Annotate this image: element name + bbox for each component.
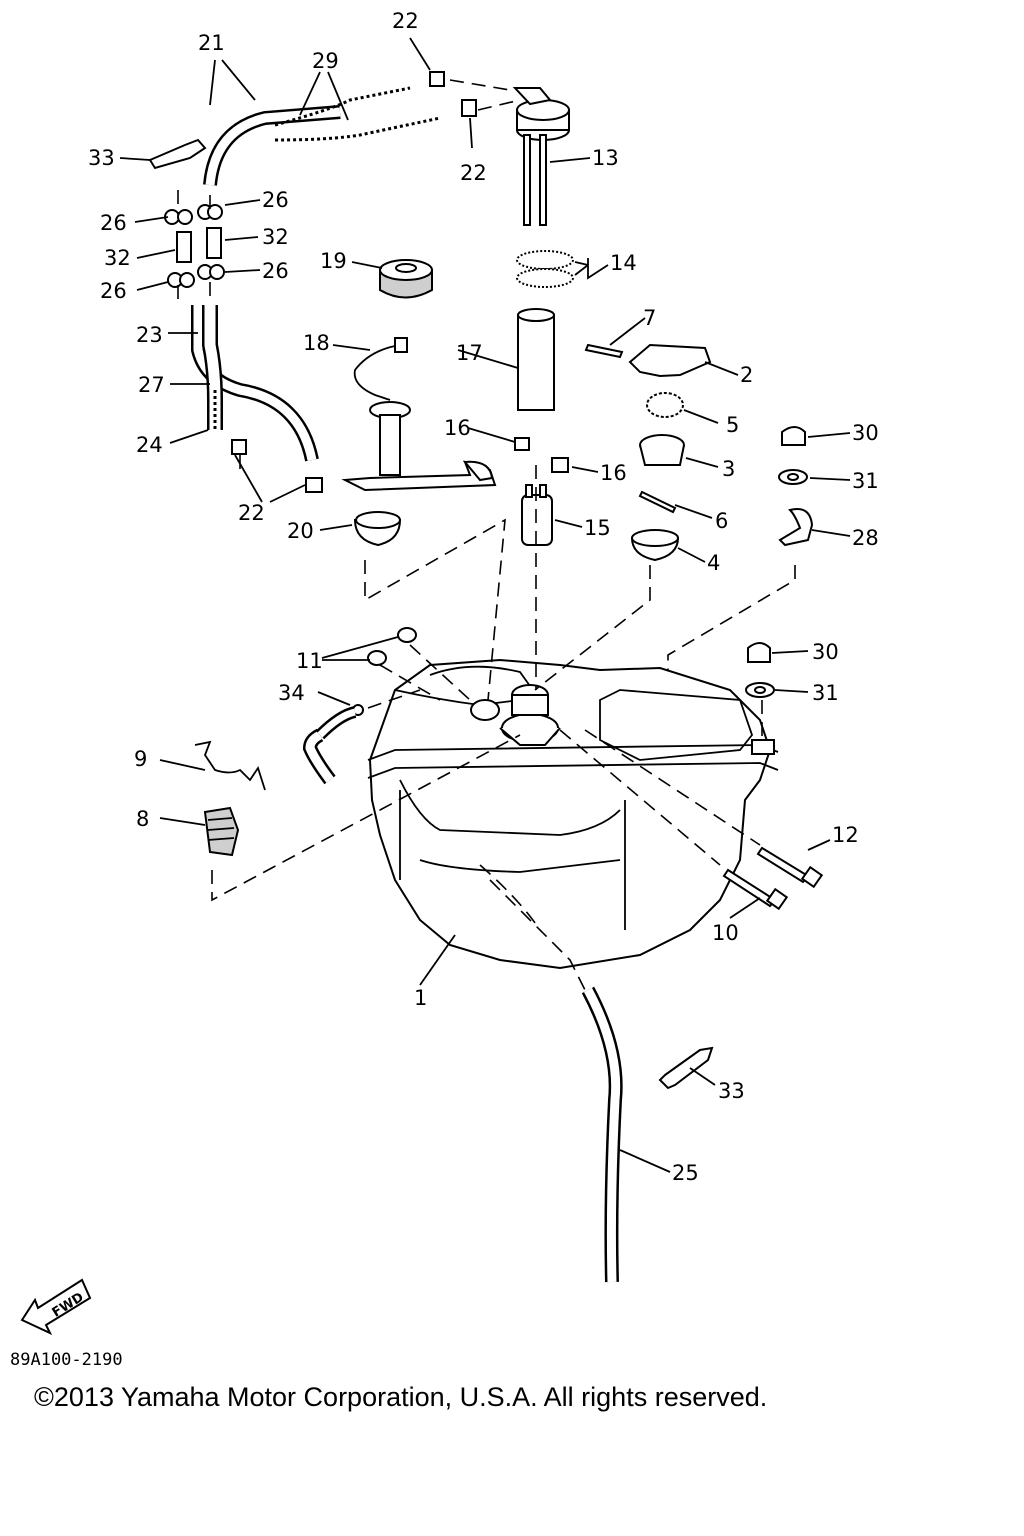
callout-17: 17 [456,341,483,365]
bracket-parts [584,343,712,562]
fuel-pump-assembly [341,337,497,492]
callout-31-low: 31 [812,681,839,705]
callout-16-right: 16 [600,461,627,485]
nuts-and-washers [745,426,814,698]
callout-8: 8 [136,807,149,831]
diagram-code: 89A100-2190 [10,1350,123,1370]
clamps-22 [231,71,477,493]
callout-2: 2 [740,363,753,387]
callout-6: 6 [715,509,728,533]
callout-26-b: 26 [262,188,289,212]
callout-27: 27 [138,373,165,397]
callout-19: 19 [320,249,347,273]
callout-18: 18 [303,331,330,355]
callout-4: 4 [707,551,720,575]
callout-9: 9 [134,747,147,771]
tank-misc-parts [194,627,417,857]
leader-lines [119,37,851,1173]
callout-15: 15 [584,516,611,540]
callout-24: 24 [136,433,163,457]
callout-3: 3 [722,457,735,481]
fuel-level-sender [512,87,570,226]
callout-12: 12 [832,823,859,847]
callout-16-left: 16 [444,416,471,440]
callout-22-mid: 22 [460,161,487,185]
callout-7: 7 [643,306,656,330]
callout-5: 5 [726,413,739,437]
callout-1: 1 [414,986,427,1010]
callout-13: 13 [592,146,619,170]
bolts [722,846,824,911]
drain-hoses [191,305,319,462]
callout-34: 34 [278,681,305,705]
grommet-20 [353,511,402,547]
callout-28: 28 [852,526,879,550]
breather-hoses [195,86,441,186]
callout-30-low: 30 [812,640,839,664]
fuel-filter [514,437,569,546]
callout-29: 29 [312,49,339,73]
callout-25: 25 [672,1161,699,1185]
callout-30-top: 30 [852,421,879,445]
fuel-pump-sleeve [517,308,555,411]
forward-arrow-icon: FWD [20,1278,92,1336]
grommet-19 [379,259,433,299]
callout-33-top: 33 [88,146,115,170]
cable-ties [148,138,714,1090]
callout-22-top: 22 [392,9,419,33]
hose-clamps [164,204,225,288]
callout-10: 10 [712,921,739,945]
callout-26-d: 26 [100,279,127,303]
assembly-guide-lines [177,79,796,991]
callout-26-a: 26 [100,211,127,235]
callout-22-low: 22 [238,501,265,525]
callout-26-c: 26 [262,259,289,283]
callout-32-right: 32 [262,225,289,249]
callout-21: 21 [198,31,225,55]
callout-23: 23 [136,323,163,347]
callout-32-left: 32 [104,246,131,270]
copyright-notice: ©2013 Yamaha Motor Corporation, U.S.A. A… [34,1382,768,1412]
gaskets-14 [516,250,574,288]
callout-20: 20 [287,519,314,543]
fuel-tank [367,658,779,970]
callout-numbers: 21 29 22 22 33 26 26 32 32 26 26 23 27 2… [88,9,879,1185]
callout-14: 14 [610,251,637,275]
callout-11: 11 [296,649,323,673]
callout-31-top: 31 [852,469,879,493]
callout-33-low: 33 [718,1079,745,1103]
drain-hose-25 [581,986,623,1283]
